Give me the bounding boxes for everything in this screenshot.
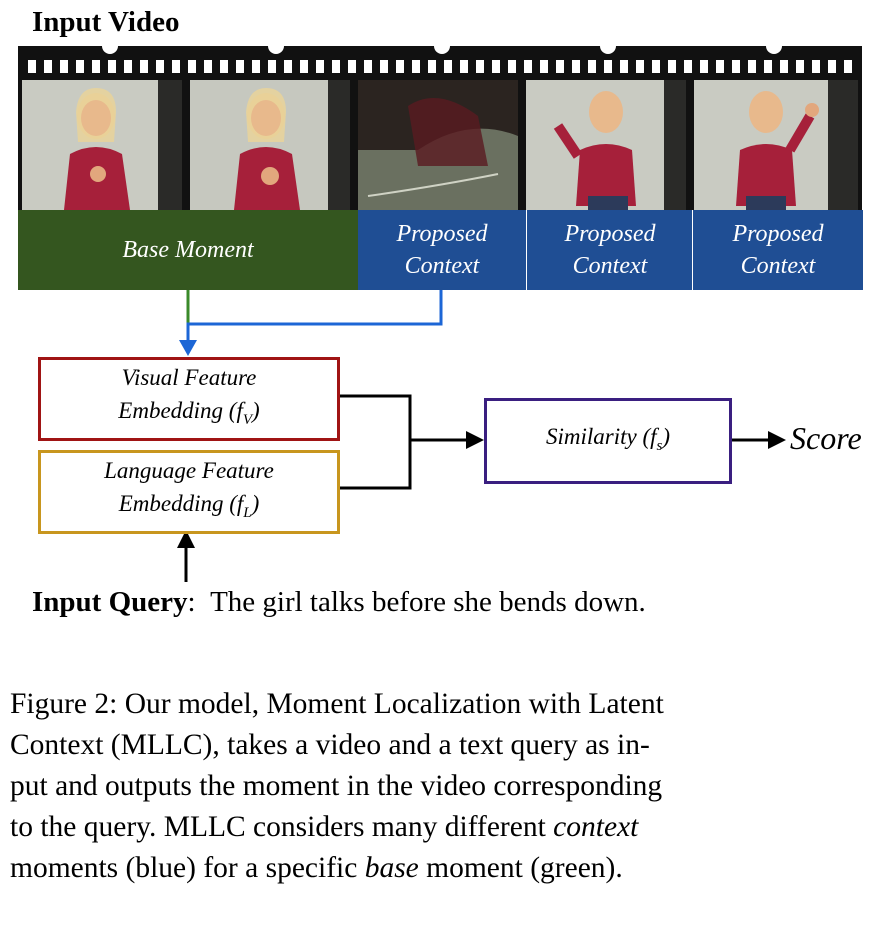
caption-line: Figure 2: Our model, Moment Localization… <box>10 688 664 720</box>
input-query: Input Query: The girl talks before she b… <box>32 586 646 619</box>
proposed-context-segment-3: Proposed Context <box>692 210 863 290</box>
caption-line: put and outputs the moment in the video … <box>10 770 663 802</box>
input-query-label: Input Query <box>32 586 188 618</box>
similarity-box-close: ) <box>662 423 671 449</box>
language-input-arrow <box>177 530 195 548</box>
base-moment-label: Base Moment <box>122 237 254 263</box>
visual-box-line2: Embedding (f <box>118 398 243 423</box>
similarity-box-subscript: s <box>656 437 663 454</box>
video-frame-4 <box>526 80 686 210</box>
caption-emphasis-context: context <box>553 811 639 843</box>
proposed-context-label: Proposed <box>732 221 824 247</box>
language-feature-embedding-box: Language Feature Embedding (fL) <box>38 450 340 534</box>
proposed-context-segment-2: Proposed Context <box>526 210 693 290</box>
language-box-close: ) <box>251 491 260 516</box>
video-frame-2 <box>190 80 350 210</box>
visual-to-similarity-line <box>338 394 412 490</box>
input-query-separator: : <box>187 586 196 618</box>
film-strip <box>18 46 862 290</box>
caption-line: moments (blue) for a specific base momen… <box>10 852 623 884</box>
figure-caption: Figure 2: Our model, Moment Localization… <box>10 684 878 889</box>
caption-line: Context (MLLC), takes a video and a text… <box>10 729 650 761</box>
language-box-subscript: L <box>243 505 252 521</box>
visual-box-line1: Visual Feature <box>121 365 257 390</box>
proposed-context-label: Proposed <box>396 221 488 247</box>
video-frame-5 <box>694 80 858 210</box>
visual-box-close: ) <box>252 398 260 423</box>
video-frame-3 <box>358 80 518 210</box>
input-video-title: Input Video <box>32 6 180 38</box>
language-box-line2: Embedding (f <box>118 491 244 516</box>
proposed-context-label: Context <box>572 253 648 279</box>
base-moment-segment: Base Moment <box>18 210 358 290</box>
context-connector <box>186 290 443 342</box>
caption-emphasis-base: base <box>364 852 419 884</box>
proposed-context-label: Proposed <box>564 221 656 247</box>
proposed-context-label: Context <box>404 253 480 279</box>
caption-line: to the query. MLLC considers many differ… <box>10 811 639 843</box>
visual-feature-embedding-box: Visual Feature Embedding (fV) <box>38 357 340 441</box>
proposed-context-segment-1: Proposed Context <box>358 210 526 290</box>
score-arrow <box>768 431 786 449</box>
visual-box-subscript: V <box>242 412 253 428</box>
visual-input-arrow <box>179 340 197 356</box>
input-query-text: The girl talks before she bends down. <box>210 586 646 618</box>
similarity-box-text: Similarity (f <box>545 423 657 449</box>
sprocket-holes <box>28 60 852 73</box>
proposed-context-label: Context <box>740 253 816 279</box>
score-label: Score <box>790 420 862 456</box>
similarity-input-arrow <box>466 431 484 449</box>
language-box-line1: Language Feature <box>104 458 274 483</box>
similarity-box: Similarity (fs) <box>484 398 732 484</box>
video-frame-1 <box>22 80 182 210</box>
